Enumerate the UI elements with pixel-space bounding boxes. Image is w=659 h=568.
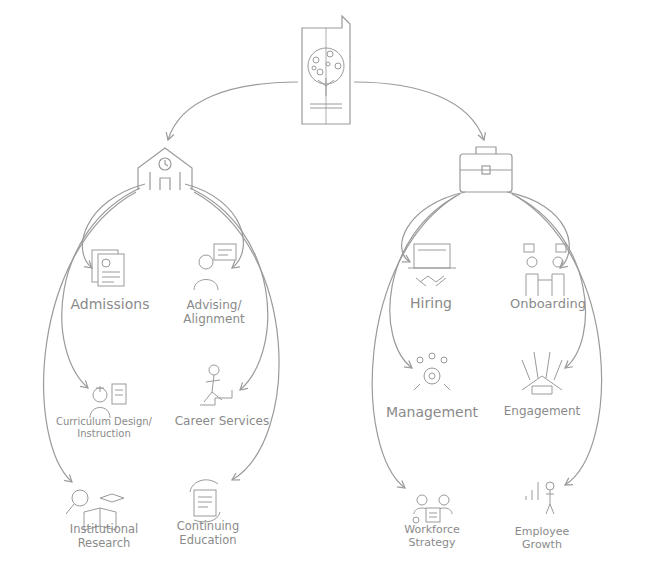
step-label: Onboarding [498,296,598,312]
step-label: Engagement [492,404,592,418]
step-label: Career Services [162,414,282,428]
step-label: Advising/ Alignment [174,298,254,327]
step-label: Admissions [55,296,165,313]
step-label: Employee Growth [502,525,582,551]
step-label: Workforce Strategy [392,523,472,549]
step-label: Hiring [391,295,471,312]
step-label: Institutional Research [59,523,149,551]
step-label: Management [377,404,487,421]
step-label: Curriculum Design/ Instruction [54,416,154,440]
step-label: Continuing Education [163,520,253,548]
